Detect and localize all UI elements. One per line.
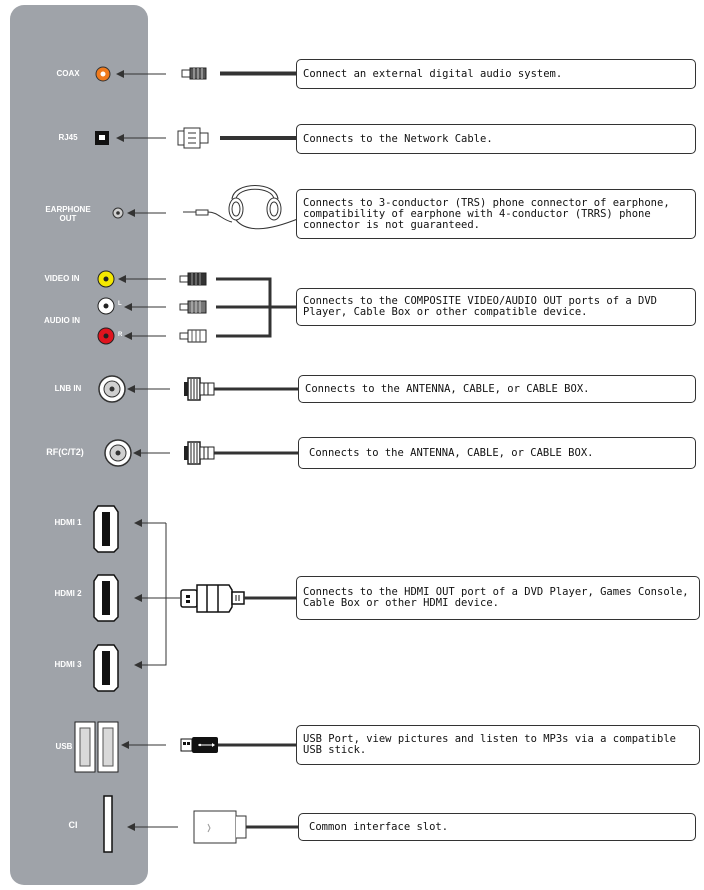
lnb-in-port-icon xyxy=(98,375,126,403)
usb-ports-icon xyxy=(74,721,119,773)
rf-port-label: RF(C/T2) xyxy=(46,447,84,457)
lnb-description: Connects to the ANTENNA, CABLE, or CABLE… xyxy=(298,375,696,403)
hdmi-description: Connects to the HDMI OUT port of a DVD P… xyxy=(296,576,700,620)
rj45-port-label: RJ45 xyxy=(58,133,78,142)
audio-right-label: R xyxy=(118,332,123,338)
rj45-plug-icon xyxy=(177,127,209,149)
lnb-in-port-label: LNB IN xyxy=(54,384,82,393)
ci-port-label: CI xyxy=(68,820,78,830)
video-in-port-label: VIDEO IN xyxy=(44,274,80,283)
usb-stick-icon xyxy=(180,737,218,753)
hdmi1-port-icon xyxy=(93,505,119,553)
hdmi2-port-icon xyxy=(93,574,119,622)
av-audio-left-plug-icon xyxy=(179,300,207,314)
ci-description: Common interface slot. xyxy=(298,813,696,841)
rj45-description: Connects to the Network Cable. xyxy=(296,124,696,154)
coax-plug-icon xyxy=(181,67,207,80)
earphone-jack-icon xyxy=(112,207,124,219)
audio-left-jack-icon xyxy=(97,297,115,315)
video-in-jack-icon xyxy=(97,270,115,288)
av-audio-right-plug-icon xyxy=(179,329,207,343)
earphone-description: Connects to 3-conductor (TRS) phone conn… xyxy=(296,189,696,239)
av-video-plug-icon xyxy=(179,272,207,286)
rf-port-icon xyxy=(104,439,132,467)
hdmi2-port-label: HDMI 2 xyxy=(54,589,82,598)
coax-port-icon xyxy=(95,66,111,82)
audio-in-port-label: AUDIO IN xyxy=(44,316,80,325)
ci-slot-icon xyxy=(103,795,113,853)
audio-left-label: L xyxy=(118,301,122,307)
rf-plug-icon xyxy=(184,441,215,465)
hdmi1-port-label: HDMI 1 xyxy=(54,518,82,527)
audio-right-jack-icon xyxy=(97,327,115,345)
hdmi3-port-icon xyxy=(93,644,119,692)
coax-port-label: COAX xyxy=(56,69,80,78)
hdmi3-port-label: HDMI 3 xyxy=(54,660,82,669)
lnb-plug-icon xyxy=(184,377,215,401)
earphone-port-label: EARPHONE OUT xyxy=(45,205,91,223)
av-description: Connects to the COMPOSITE VIDEO/AUDIO OU… xyxy=(296,288,696,326)
ci-module-icon xyxy=(193,810,247,844)
hdmi-plug-icon xyxy=(180,584,245,613)
usb-description: USB Port, view pictures and listen to MP… xyxy=(296,725,700,765)
headphones-icon xyxy=(183,185,301,230)
usb-port-label: USB xyxy=(55,742,73,751)
rf-description: Connects to the ANTENNA, CABLE, or CABLE… xyxy=(298,437,696,469)
rj45-port-icon xyxy=(95,131,109,145)
av-cable-bundle xyxy=(216,277,300,338)
hdmi-bracket xyxy=(135,523,167,666)
coax-description: Connect an external digital audio system… xyxy=(296,59,696,89)
